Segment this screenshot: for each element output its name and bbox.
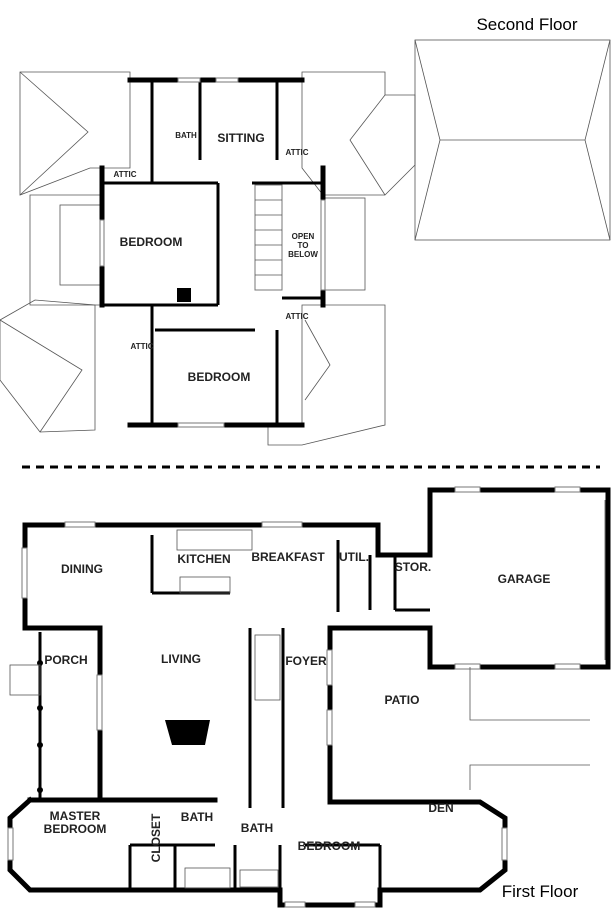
second-floor-title: Second Floor <box>476 15 577 34</box>
room-label-stor: STOR. <box>395 560 431 574</box>
first-floor-plan: DINING KITCHEN BREAKFAST UTIL. STOR. GAR… <box>7 486 611 908</box>
second-floor-walls <box>99 77 326 428</box>
room-label-sitting: SITTING <box>217 131 264 145</box>
room-label-bath: BATH <box>241 821 273 835</box>
first-floor-walls <box>7 486 611 908</box>
room-label-foyer: FOYER <box>285 654 327 668</box>
room-label-attic: ATTIC <box>131 342 154 351</box>
room-label-attic: ATTIC <box>114 170 137 179</box>
room-label-dining: DINING <box>61 562 103 576</box>
room-label-bath: BATH <box>181 810 213 824</box>
second-floor-plan: Second Floor <box>0 15 611 446</box>
room-label-attic: ATTIC <box>286 148 309 157</box>
room-label-patio: PATIO <box>385 693 420 707</box>
room-label-attic: ATTIC <box>286 312 309 321</box>
room-label-garage: GARAGE <box>498 572 551 586</box>
second-floor-labels: BATH SITTING ATTIC ATTIC BEDROOM OPEN TO… <box>114 131 319 384</box>
room-label-master-bedroom: MASTER <box>50 809 101 823</box>
room-label-bedroom: BEDROOM <box>120 235 183 249</box>
room-label-den: DEN <box>428 801 453 815</box>
room-label-util: UTIL. <box>339 550 369 564</box>
room-label-open-to-below: TO <box>298 241 309 250</box>
room-label-living: LIVING <box>161 652 201 666</box>
room-label-porch: PORCH <box>44 653 87 667</box>
room-label-bath: BATH <box>175 131 197 140</box>
first-floor-title: First Floor <box>502 882 579 901</box>
room-label-bedroom: BEDROOM <box>188 370 251 384</box>
room-label-open-to-below: OPEN <box>292 232 315 241</box>
room-label-master-bedroom: BEDROOM <box>44 822 107 836</box>
room-label-open-to-below: BELOW <box>288 250 318 259</box>
first-floor-labels: DINING KITCHEN BREAKFAST UTIL. STOR. GAR… <box>44 550 551 862</box>
room-label-closet: CLOSET <box>149 813 163 862</box>
room-label-kitchen: KITCHEN <box>177 552 230 566</box>
room-label-breakfast: BREAKFAST <box>251 550 325 564</box>
room-label-bedroom: BEDROOM <box>298 839 361 853</box>
